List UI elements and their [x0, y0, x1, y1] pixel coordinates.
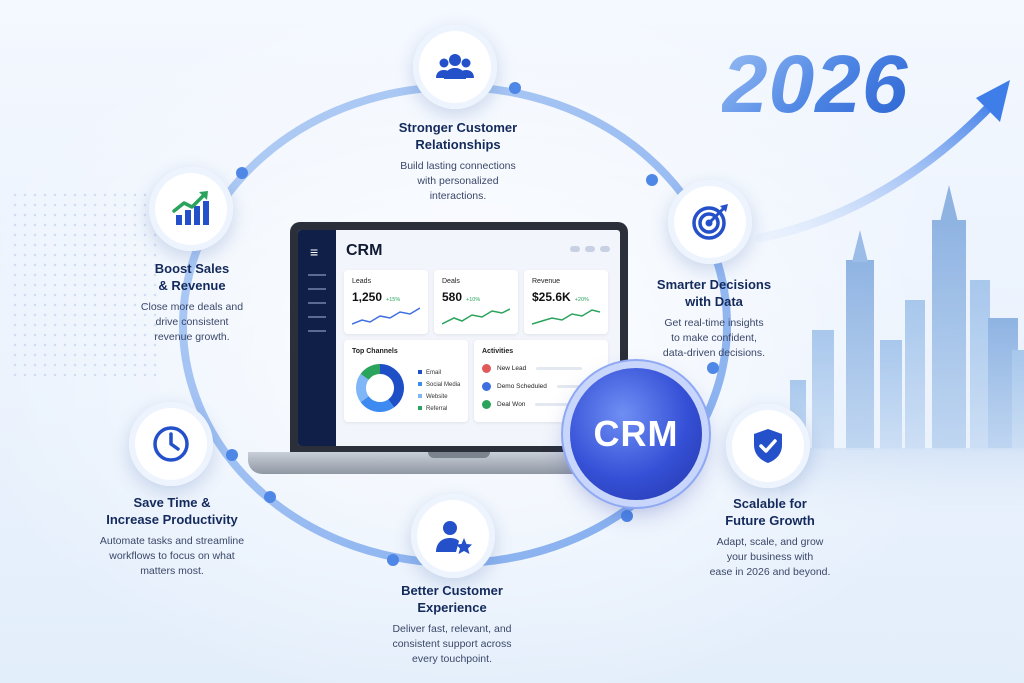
kpi-card-revenue[interactable]: Revenue $25.6K+20% — [524, 270, 608, 334]
legend-swatch — [418, 370, 422, 375]
user-star-icon — [436, 521, 472, 554]
laptop: ≡ CRM Leads 1,250+15% Deals 580+10% Reve… — [290, 222, 628, 454]
laptop-base — [248, 452, 670, 474]
feature-sales: Boost Sales& Revenue Close more deals an… — [92, 260, 292, 345]
donut-slice-social-media — [360, 395, 395, 412]
productivity-node[interactable] — [129, 402, 213, 486]
sidebar-item[interactable] — [308, 302, 326, 304]
sparkline-chart — [532, 309, 600, 325]
menu-icon[interactable]: ≡ — [310, 244, 319, 260]
relationships-node[interactable] — [413, 25, 497, 109]
kpi-value: $25.6K+20% — [532, 290, 589, 304]
kpi-value: 1,250+15% — [352, 290, 401, 304]
kpi-label: Revenue — [532, 278, 561, 285]
users-group-icon — [436, 54, 474, 79]
control-dot[interactable] — [570, 246, 580, 252]
sparkline-chart — [442, 308, 510, 325]
kpi-change: +15% — [386, 297, 401, 303]
feature-productivity: Save Time &Increase Productivity Automat… — [72, 494, 272, 579]
activity-bar — [535, 403, 588, 406]
feature-title: Save Time &Increase Productivity — [106, 495, 238, 527]
legend-item: Referral — [418, 406, 447, 412]
donut-slice-email — [379, 364, 404, 408]
activity-item[interactable]: Deal Won — [482, 400, 588, 409]
legend-item: Website — [418, 394, 448, 400]
activity-bar — [536, 367, 583, 370]
crm-dashboard-screen: ≡ CRM Leads 1,250+15% Deals 580+10% Reve… — [298, 230, 620, 446]
target-icon — [692, 204, 728, 240]
window-controls — [570, 246, 610, 252]
control-dot[interactable] — [585, 246, 595, 252]
growth-chart-icon — [172, 191, 209, 225]
sidebar-item[interactable] — [308, 288, 326, 290]
kpi-label: Leads — [352, 278, 372, 285]
legend-swatch — [418, 382, 422, 387]
kpi-card-deals[interactable]: Deals 580+10% — [434, 270, 518, 334]
kpi-value: 580+10% — [442, 290, 481, 304]
kpi-change: +20% — [574, 297, 589, 303]
panel-title: Top Channels — [352, 348, 398, 355]
sparkline-chart — [352, 307, 420, 325]
legend-item: Social Media — [418, 382, 460, 388]
sales-node[interactable] — [149, 167, 233, 251]
sidebar-item[interactable] — [308, 316, 326, 318]
legend-swatch — [418, 394, 422, 399]
control-dot[interactable] — [600, 246, 610, 252]
sidebar-item[interactable] — [308, 330, 326, 332]
scalable-node[interactable] — [726, 404, 810, 488]
activity-bar — [556, 385, 581, 388]
year-heading: 2026 — [722, 39, 909, 130]
clock-icon — [153, 426, 189, 462]
channels-donut-chart — [356, 364, 404, 412]
sidebar-item[interactable] — [308, 274, 326, 276]
activity-dot — [482, 364, 491, 373]
donut-slice-website — [356, 373, 369, 403]
panel-title: Activities — [482, 348, 514, 355]
kpi-label: Deals — [442, 278, 460, 285]
activity-dot — [482, 382, 491, 391]
donut-slice-referral — [360, 364, 381, 381]
kpi-change: +10% — [466, 297, 481, 303]
decisions-node[interactable] — [668, 180, 752, 264]
experience-node[interactable] — [411, 494, 495, 578]
activity-item[interactable]: Demo Scheduled — [482, 382, 581, 391]
legend-item: Email — [418, 370, 441, 376]
kpi-card-leads[interactable]: Leads 1,250+15% — [344, 270, 428, 334]
crm-badge-label: CRM — [593, 413, 679, 454]
legend-swatch — [418, 406, 422, 411]
shield-check-icon — [754, 429, 782, 463]
activity-item[interactable]: New Lead — [482, 364, 583, 373]
feature-title: Boost Sales& Revenue — [154, 261, 230, 293]
crm-badge: CRM — [570, 368, 702, 500]
dashboard-sidebar: ≡ — [298, 230, 336, 446]
dot-pattern — [10, 190, 160, 380]
top-channels-panel: Top Channels Email Social Media Website … — [344, 340, 468, 422]
dashboard-title: CRM — [346, 242, 383, 259]
activity-dot — [482, 400, 491, 409]
